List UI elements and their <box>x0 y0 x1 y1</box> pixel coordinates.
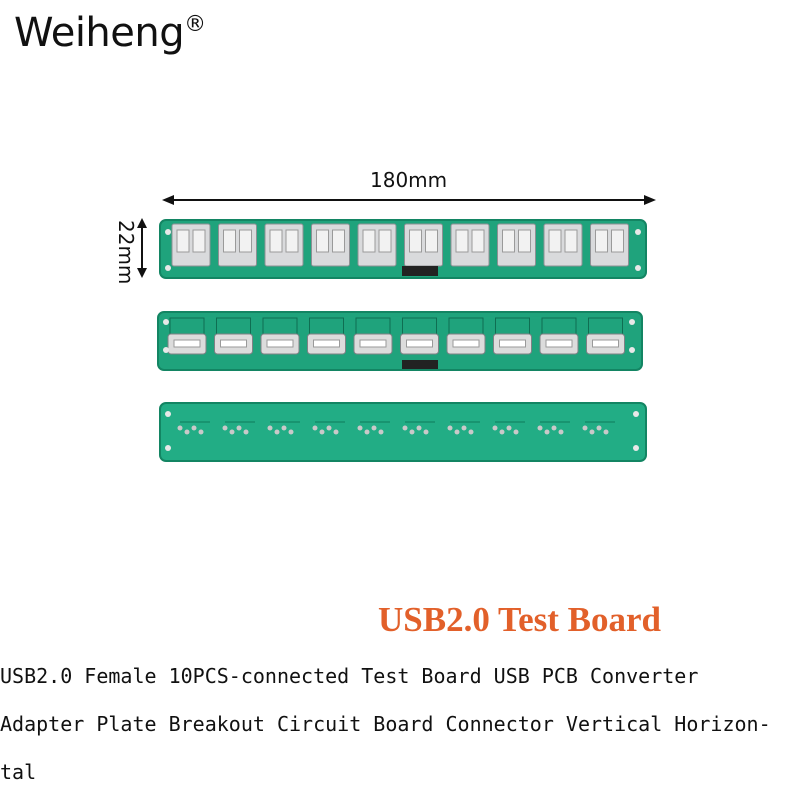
solder-pads <box>312 421 345 435</box>
length-dimension-label: 180mm <box>370 168 448 192</box>
usb-port-horizontal <box>353 317 393 355</box>
usb-port-horizontal <box>586 317 625 355</box>
solder-pads <box>357 421 390 435</box>
usb-port-vertical <box>497 223 536 267</box>
solder-pads <box>492 421 525 435</box>
usb-port-vertical <box>311 223 350 267</box>
solder-pads <box>582 421 615 435</box>
usb-port-horizontal <box>167 317 207 355</box>
pcb-board-vertical <box>159 219 647 279</box>
solder-pads <box>402 421 435 435</box>
usb-port-vertical <box>171 223 211 267</box>
usb-port-horizontal <box>307 317 346 355</box>
solder-pads <box>267 421 300 435</box>
solder-pads <box>177 421 210 435</box>
usb-port-vertical <box>357 223 397 267</box>
brand-logo: Weiheng® <box>14 10 206 56</box>
solder-pads <box>447 421 480 435</box>
usb-port-vertical <box>590 223 629 267</box>
usb-port-horizontal <box>493 317 532 355</box>
description-line: Adapter Plate Breakout Circuit Board Con… <box>0 712 771 736</box>
solder-pads <box>222 421 255 435</box>
description-line: tal <box>0 760 37 784</box>
brand-name: Weiheng <box>14 10 185 56</box>
solder-pads <box>537 421 570 435</box>
usb-port-vertical <box>404 223 443 267</box>
registered-mark: ® <box>184 12 206 37</box>
product-label: USB2.0 Test Board <box>378 600 661 639</box>
length-arrow <box>162 195 656 205</box>
usb-port-horizontal <box>400 317 439 355</box>
usb-port-horizontal <box>214 317 253 355</box>
usb-port-horizontal <box>260 317 300 355</box>
width-arrow <box>137 218 147 278</box>
usb-port-horizontal <box>539 317 579 355</box>
usb-port-vertical <box>264 223 304 267</box>
pcb-board-back <box>159 402 647 462</box>
pcb-board-horizontal <box>157 311 643 371</box>
usb-port-vertical <box>218 223 257 267</box>
usb-port-vertical <box>450 223 490 267</box>
description-line: USB2.0 Female 10PCS-connected Test Board… <box>0 664 699 688</box>
usb-port-vertical <box>543 223 583 267</box>
usb-port-horizontal <box>446 317 486 355</box>
product-description: USB2.0 Female 10PCS-connected Test Board… <box>0 652 800 796</box>
